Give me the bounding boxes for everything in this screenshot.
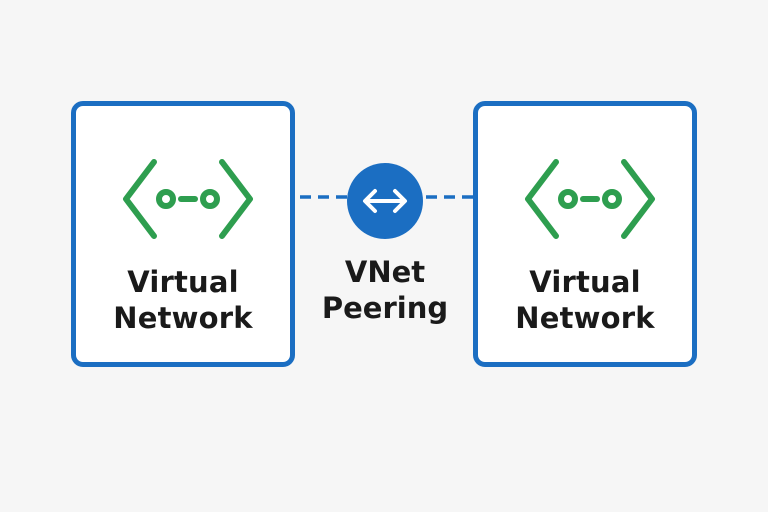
- left-vnet-label-line2: Network: [113, 301, 253, 335]
- right-virtual-network-box: Virtual Network: [473, 101, 697, 367]
- peering-label-line2: Peering: [321, 291, 449, 325]
- left-vnet-label: Virtual Network: [76, 264, 290, 336]
- peering-badge: [347, 163, 423, 239]
- dashed-connector-line: [300, 195, 476, 199]
- virtual-network-icon: [525, 159, 655, 239]
- bidirectional-arrow-icon: [363, 189, 407, 213]
- left-virtual-network-box: Virtual Network: [71, 101, 295, 367]
- left-vnet-label-line1: Virtual: [127, 265, 239, 299]
- right-vnet-label-line1: Virtual: [529, 265, 641, 299]
- vnet-peering-label: VNet Peering: [300, 254, 470, 326]
- peering-label-line1: VNet: [344, 255, 426, 289]
- virtual-network-icon: [123, 159, 253, 239]
- right-vnet-label-line2: Network: [515, 301, 655, 335]
- right-vnet-label: Virtual Network: [478, 264, 692, 336]
